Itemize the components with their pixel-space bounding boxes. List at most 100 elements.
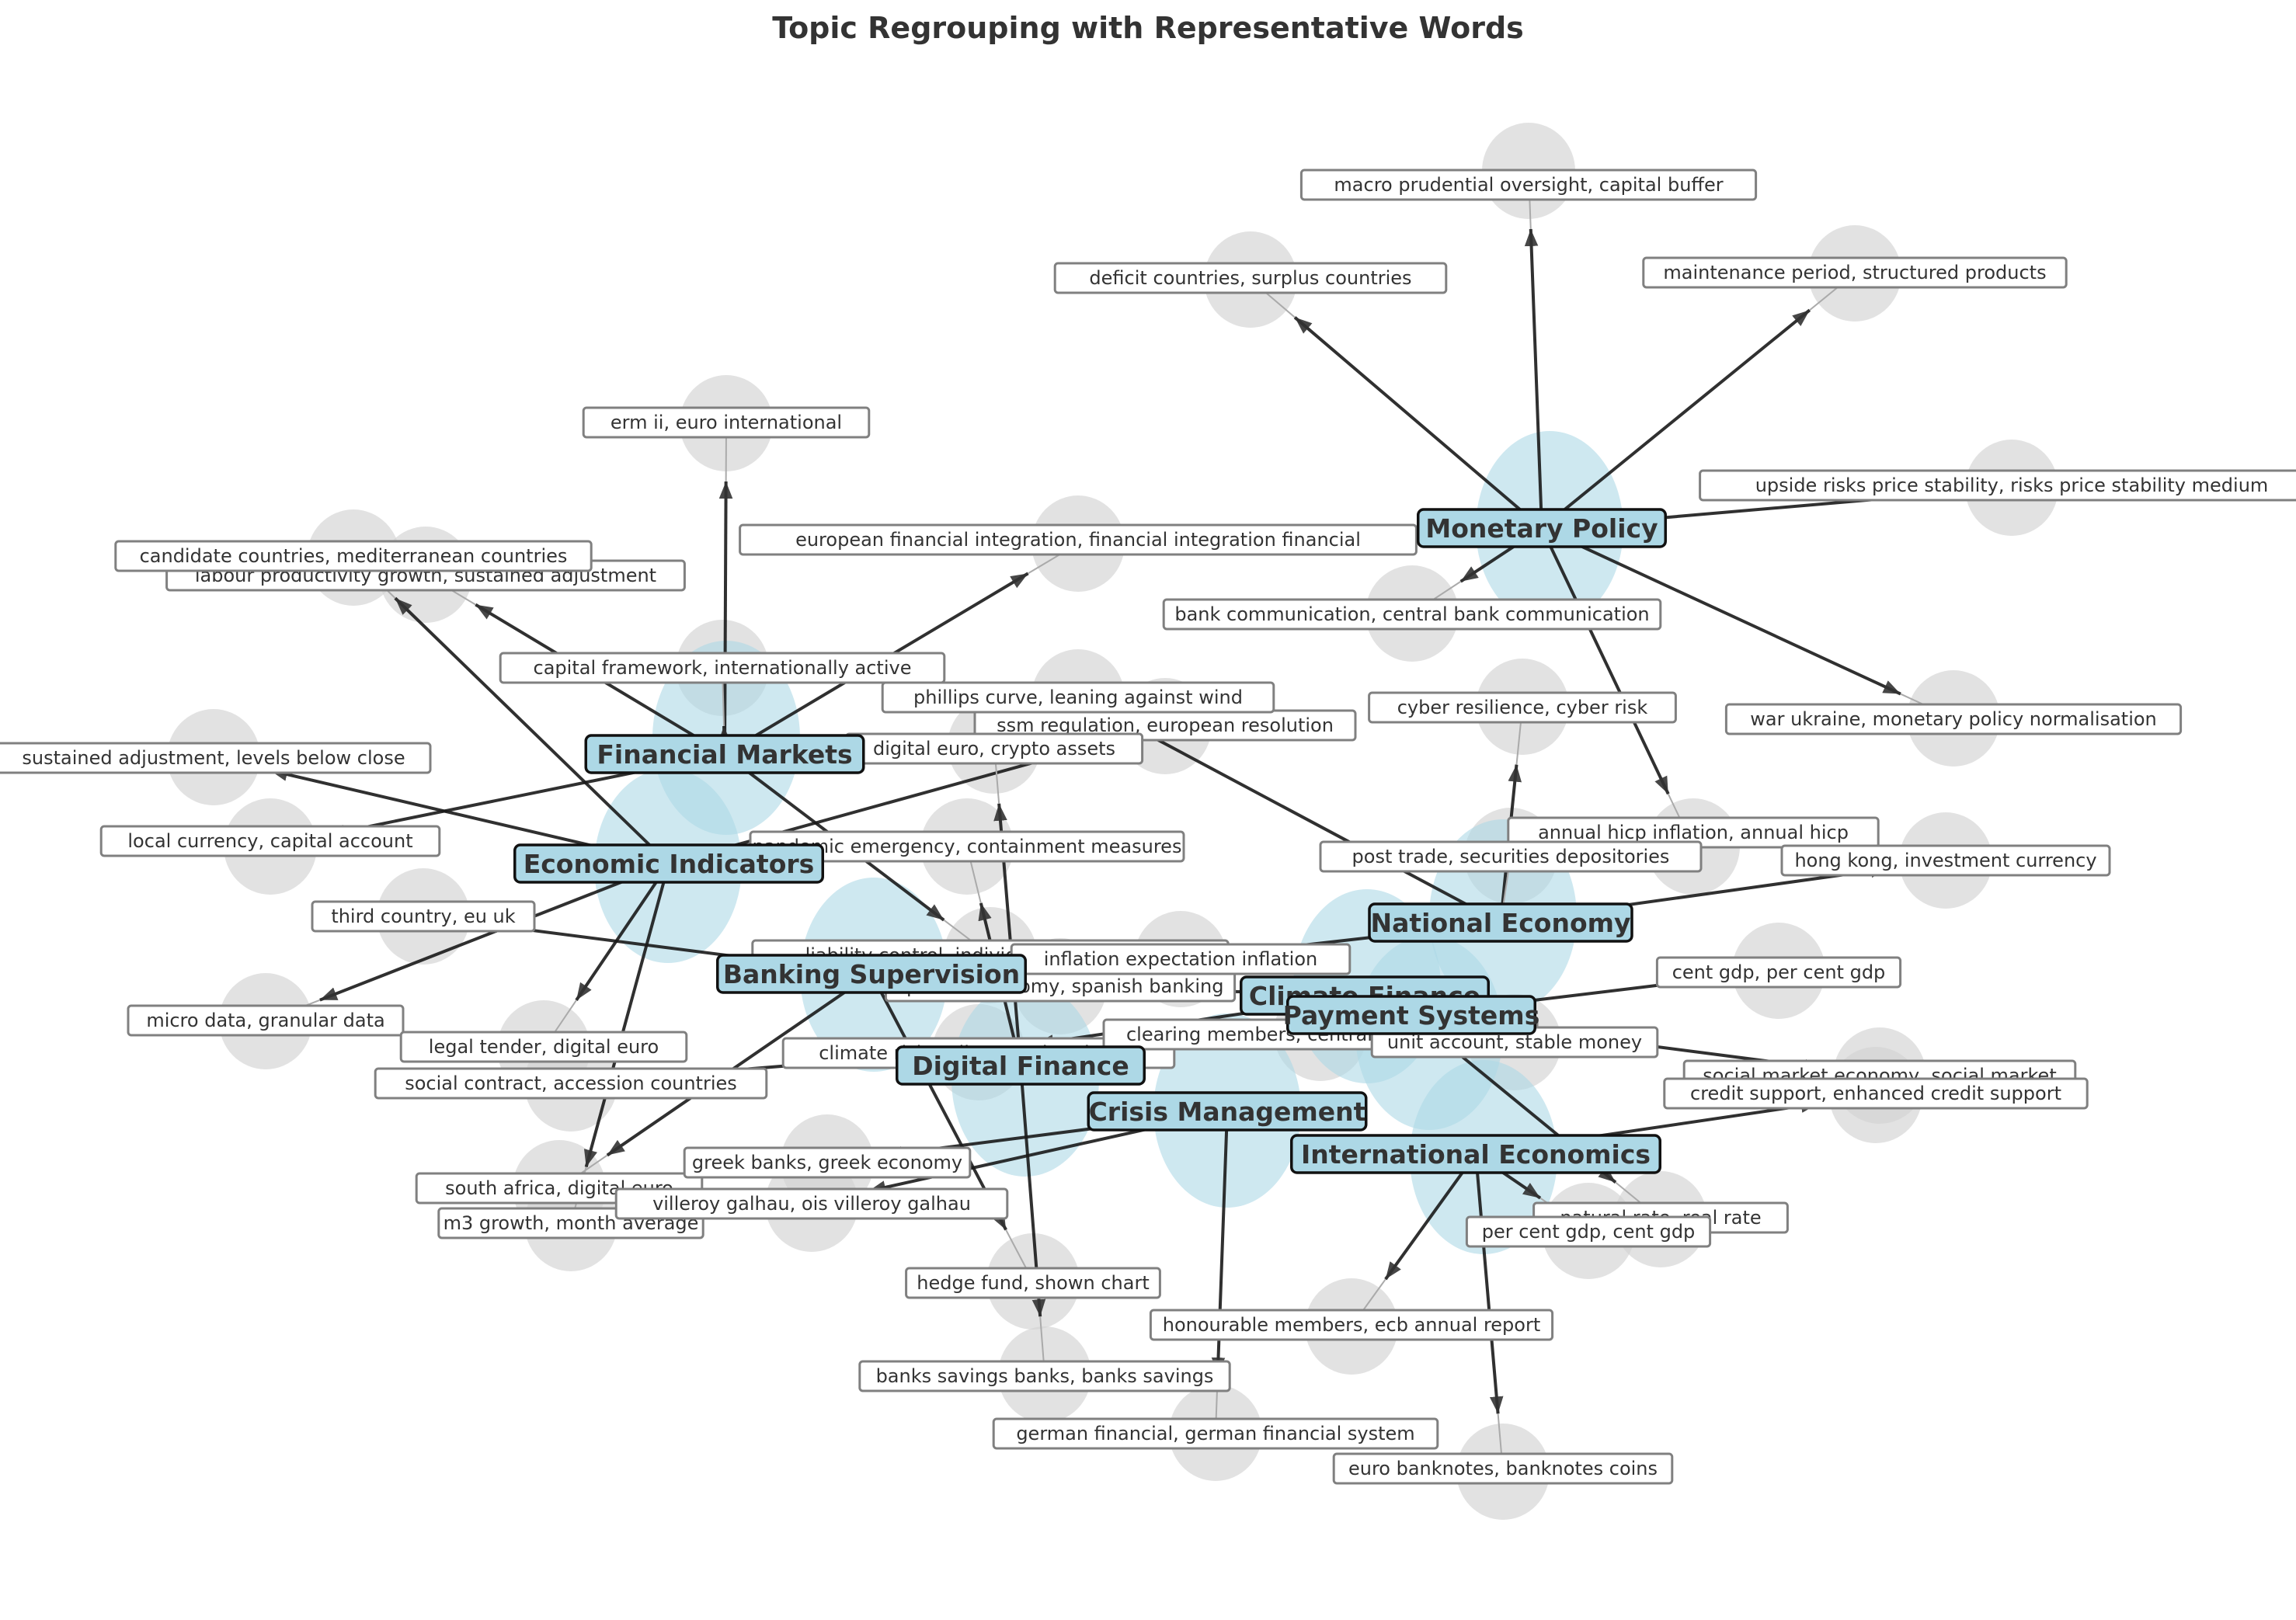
hub-label-box <box>716 954 1027 994</box>
leaf-label-text: annual hicp inflation, annual hicp <box>1538 822 1849 843</box>
edge-monetary-policy <box>1293 316 1543 530</box>
leaf-label-box <box>374 1067 768 1100</box>
hub-label-national-economy: National Economy <box>1368 902 1633 943</box>
leaf-label-text: per cent gdp, cent gdp <box>1482 1221 1696 1243</box>
edge-financial-markets <box>718 481 733 755</box>
leaf-label-text: hong kong, investment currency <box>1794 850 2096 871</box>
leaf-label-text: erm ii, euro international <box>611 412 842 433</box>
hub-label-box <box>896 1045 1146 1086</box>
leaf-label: cent gdp, per cent gdp <box>1655 956 1902 989</box>
leaf-label-text: credit support, enhanced credit support <box>1690 1083 2061 1104</box>
leaf-label: honourable members, ecb annual report <box>1149 1309 1554 1341</box>
edge-international-economics <box>1474 1153 1504 1414</box>
leaf-label: third country, eu uk <box>311 900 536 933</box>
hub-label-box <box>1417 508 1667 548</box>
hub-label-box <box>1290 1134 1661 1174</box>
leaf-label: micro data, granular data <box>127 1004 405 1037</box>
leaf-label-text: deficit countries, surplus countries <box>1089 267 1411 289</box>
leaf-label: cyber resilience, cyber risk <box>1368 691 1677 724</box>
leaf-label: erm ii, euro international <box>582 406 871 439</box>
leaf-label: capital framework, internationally activ… <box>499 652 946 684</box>
chart-title: Topic Regrouping with Representative Wor… <box>772 11 1524 45</box>
leaf-label: war ukraine, monetary policy normalisati… <box>1724 703 2183 735</box>
leaf-label-text: phillips curve, leaning against wind <box>913 687 1243 708</box>
hub-label-text: Crisis Management <box>1089 1097 1366 1127</box>
leaf-label-box <box>1780 844 2111 877</box>
leaf-label-text: micro data, granular data <box>146 1010 384 1031</box>
leaf-label-text: upside risks price stability, risks pric… <box>1755 475 2269 496</box>
leaf-label: ssm regulation, european resolution <box>973 709 1357 742</box>
leaf-label-text: digital euro, crypto assets <box>873 738 1115 760</box>
leaf-label-box <box>1368 691 1677 724</box>
hub-label-text: Monetary Policy <box>1425 513 1658 544</box>
edge-international-economics <box>1384 1152 1477 1281</box>
leaf-label-box <box>127 1004 405 1037</box>
leaf-label: digital euro, crypto assets <box>844 732 1144 765</box>
edge-economic-indicators <box>575 862 670 1001</box>
hub-label-international-economics: International Economics <box>1290 1134 1661 1174</box>
edge-economic-indicators <box>394 596 670 865</box>
hub-label-monetary-policy: Monetary Policy <box>1417 508 1667 548</box>
hub-label-text: International Economics <box>1301 1139 1651 1170</box>
leaf-label-box <box>739 523 1418 556</box>
leaf-label-text: hedge fund, shown chart <box>917 1272 1149 1294</box>
leaf-label-text: local currency, capital account <box>127 830 412 852</box>
leaf-label-text: macro prudential oversight, capital buff… <box>1334 174 1723 196</box>
leaf-label: banks savings banks, banks savings <box>858 1360 1231 1392</box>
leaf-label: hedge fund, shown chart <box>905 1267 1161 1299</box>
hub-label-payment-systems: Payment Systems <box>1283 995 1540 1035</box>
leaf-label-text: war ukraine, monetary policy normalisati… <box>1750 708 2157 730</box>
leaf-label-box <box>1149 1309 1554 1341</box>
leaf-label-text: inflation expectation inflation <box>1044 948 1317 970</box>
edge-monetary-policy <box>1540 308 1811 530</box>
leaf-label: deficit countries, surplus countries <box>1053 262 1448 294</box>
leaf-label-text: cent gdp, per cent gdp <box>1672 961 1886 983</box>
leaf-label-box <box>1465 1215 1712 1248</box>
leaf-label-text: euro banknotes, banknotes coins <box>1348 1458 1658 1479</box>
leaf-label: maintenance period, structured products <box>1642 256 2068 289</box>
leaf-label: macro prudential oversight, capital buff… <box>1299 169 1758 201</box>
leaf-label: annual hicp inflation, annual hicp <box>1507 816 1880 849</box>
leaf-label-text: bank communication, central bank communi… <box>1174 603 1649 625</box>
leaf-label-box <box>1655 956 1902 989</box>
hub-label-box <box>584 734 865 774</box>
leaf-label: social contract, accession countries <box>374 1067 768 1100</box>
leaf-label-text: european financial integration, financia… <box>795 529 1361 551</box>
leaf-label-box <box>1724 703 2183 735</box>
leaf-label: inflation expectation inflation <box>1010 943 1352 975</box>
edge-national-economy <box>1129 723 1501 924</box>
leaf-label: sustained adjustment, levels below close <box>0 742 432 774</box>
leaf-label-box <box>1332 1452 1674 1485</box>
leaf-label-text: ssm regulation, european resolution <box>997 714 1334 736</box>
hub-label-box <box>1087 1091 1368 1132</box>
edge-banking-supervision <box>606 972 873 1157</box>
leaf-label-box <box>1162 598 1662 631</box>
leaf-label: upside risks price stability, risks pric… <box>1699 469 2296 502</box>
leaf-label-text: legal tender, digital euro <box>429 1036 659 1058</box>
hub-label-box <box>1286 995 1536 1035</box>
leaf-label-box <box>614 1187 1009 1220</box>
hub-label-text: National Economy <box>1370 908 1630 938</box>
leaf-label-text: honourable members, ecb annual report <box>1163 1314 1541 1336</box>
leaf-label-box <box>1053 262 1448 294</box>
leaf-label-text: capital framework, internationally activ… <box>534 657 912 679</box>
leaf-label-box <box>499 652 946 684</box>
hub-label-economic-indicators: Economic Indicators <box>513 843 824 884</box>
hub-label-box <box>1368 902 1633 943</box>
leaf-label: hong kong, investment currency <box>1780 844 2111 877</box>
hub-label-digital-finance: Digital Finance <box>896 1045 1146 1086</box>
edge-monetary-policy <box>1541 527 1901 696</box>
leaf-label-text: social contract, accession countries <box>405 1072 737 1094</box>
leaf-label-box <box>0 742 432 774</box>
leaf-label-box <box>99 825 441 857</box>
leaf-label: villeroy galhau, ois villeroy galhau <box>614 1187 1009 1220</box>
leaf-label-box <box>858 1360 1231 1392</box>
leaf-label-text: sustained adjustment, levels below close <box>22 747 405 769</box>
leaf-label: credit support, enhanced credit support <box>1663 1077 2089 1110</box>
edge-economic-indicators <box>583 863 670 1168</box>
hub-label-text: Financial Markets <box>597 739 852 770</box>
leaf-label: greek banks, greek economy <box>683 1146 972 1179</box>
hub-label-text: Payment Systems <box>1283 1000 1540 1031</box>
leaf-label-box <box>582 406 871 439</box>
